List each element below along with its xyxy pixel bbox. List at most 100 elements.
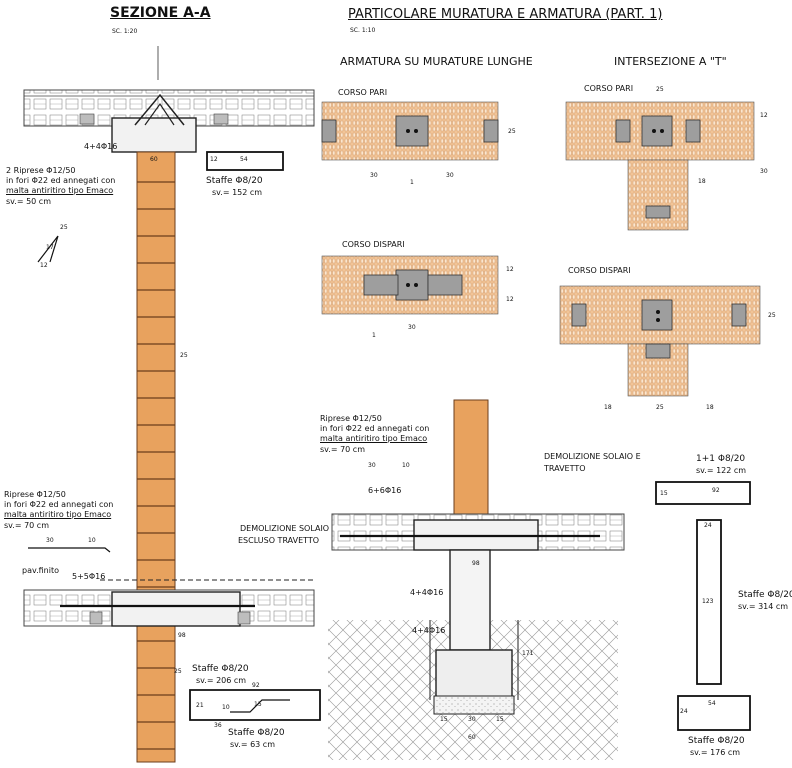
section-title: SEZIONE A-A: [110, 5, 211, 21]
long-wall-odd: [321, 255, 499, 315]
dim-odd-12: 12: [506, 266, 514, 273]
top-slab: [23, 89, 315, 153]
foundation-detail: [328, 399, 625, 760]
ripres-mid-l2: in fori Φ22 ed annegati con: [4, 500, 114, 509]
stirrup-r3-sv: sv.= 176 cm: [690, 748, 741, 757]
ripres-mid-l4: sv.= 70 cm: [4, 521, 49, 530]
stirrup-bottom-b-sv: sv.= 63 cm: [230, 740, 275, 749]
stirrup-r1-dim1: 15: [660, 490, 668, 497]
stirrup-r3-shape: [677, 695, 751, 731]
t-intersection-odd: [559, 285, 761, 397]
dim-col-98: 98: [472, 560, 480, 567]
dim-bar-17: 17: [46, 244, 54, 251]
rebar-footing: 4+4Φ16: [412, 626, 446, 635]
course-odd-b: CORSO DISPARI: [568, 266, 631, 275]
dim-hook-30a: 30: [46, 537, 54, 544]
detail-scale: SC. 1:10: [350, 27, 376, 34]
long-wall-even: [321, 101, 499, 161]
stirrup-r2-dim2: 123: [702, 598, 714, 605]
dim-hook-10b: 10: [402, 462, 410, 469]
stirrup-bottom-a-dim1: 92: [252, 682, 260, 689]
dim-bar-12b: 12: [506, 296, 514, 303]
course-odd-a: CORSO DISPARI: [342, 240, 405, 249]
course-even-a: CORSO PARI: [338, 88, 388, 97]
t-intersection-even: [565, 101, 755, 231]
dim-odd-30: 30: [408, 324, 416, 331]
floor-beam: [111, 591, 241, 627]
demolition-left-l1: DEMOLIZIONE SOLAIO: [240, 524, 330, 533]
stirrup-bottom-a-sv: sv.= 206 cm: [196, 676, 247, 685]
rebar-top-beam: 4+4Φ16: [84, 142, 118, 151]
hook-mid-shape: [28, 547, 111, 553]
ripres-right-l4: sv.= 70 cm: [320, 445, 365, 454]
stirrup-r2-dim1: 24: [704, 522, 712, 529]
lower-floor: [23, 579, 315, 627]
dim-long-30b: 30: [446, 172, 454, 179]
ripres-right-l1: Riprese Φ12/50: [320, 414, 382, 423]
top-truss: [134, 93, 185, 126]
stirrup-bottom-a-dim3: 10: [222, 704, 230, 711]
dim-t-25d: 25: [768, 312, 776, 319]
stirrup-r3-dim1: 24: [680, 708, 688, 715]
stirrup-bottom-a-label: Staffe Φ8/20: [192, 664, 249, 674]
dim-t-25c: 25: [656, 404, 664, 411]
dim-t-18: 18: [698, 178, 706, 185]
ripres-mid-l3: malta antiritiro tipo Emaco: [4, 510, 112, 519]
stirrup-top-dim2: 54: [240, 156, 248, 163]
stirrup-r2-shape: [696, 519, 722, 685]
ripres-top-l1: 2 Riprese Φ12/50: [6, 166, 76, 175]
wall-joints: [137, 181, 175, 750]
stirrup-r3-dim2: 54: [708, 700, 716, 707]
dim-long-1a: 1: [410, 179, 414, 186]
demolition-right-l2: TRAVETTO: [544, 464, 586, 473]
stirrup-bottom-a-dim4: 15: [254, 701, 262, 708]
stirrup-top-dim1: 12: [210, 156, 218, 163]
pav-finito: pav.finito: [22, 566, 59, 575]
dim-wall-25b: 25: [174, 668, 182, 675]
ripres-top-l2: in fori Φ22 ed annegati con: [6, 176, 116, 185]
dim-foot-30: 30: [468, 716, 476, 723]
ripres-right-l3: malta antiritiro tipo Emaco: [320, 434, 428, 443]
dim-col-171: 171: [522, 650, 534, 657]
dim-bar-25: 25: [60, 224, 68, 231]
stirrup-r1-label: 1+1 Φ8/20: [696, 454, 746, 464]
ripres-mid-l1: Riprese Φ12/50: [4, 490, 66, 499]
dim-foot-15b: 15: [496, 716, 504, 723]
stirrup-r2-sv: sv.= 314 cm: [738, 602, 789, 611]
stirrup-r1-dim2: 92: [712, 487, 720, 494]
stirrup-bottom-shape: [189, 689, 321, 721]
rebar-right-beam: 6+6Φ16: [368, 486, 402, 495]
footing: [435, 649, 513, 699]
upper-wall: [453, 399, 489, 519]
course-even-b: CORSO PARI: [584, 84, 634, 93]
dim-beam-width: 60: [150, 156, 158, 163]
demolition-left-l2: ESCLUSO TRAVETTO: [238, 536, 320, 545]
dim-long-25: 25: [508, 128, 516, 135]
stirrup-bottom-a-dim2: 21: [196, 702, 204, 709]
section-scale: SC. 1:20: [112, 28, 138, 35]
stirrup-top-label: Staffe Φ8/20: [206, 176, 263, 186]
ripres-right-l2: in fori Φ22 ed annegati con: [320, 424, 430, 433]
detail-title: PARTICOLARE MURATURA E ARMATURA (PART. 1…: [348, 7, 663, 22]
dim-wall-25: 25: [180, 352, 188, 359]
dim-t-18b: 18: [604, 404, 612, 411]
brick-wall: [136, 151, 176, 763]
dim-floor-98: 98: [178, 632, 186, 639]
stirrup-r2-label: Staffe Φ8/20: [738, 590, 792, 600]
dim-long-30a: 30: [370, 172, 378, 179]
stirrup-r3-label: Staffe Φ8/20: [688, 736, 745, 746]
demolition-right-l1: DEMOLIZIONE SOLAIO E: [544, 452, 641, 461]
dim-foot-60: 60: [468, 734, 476, 741]
rebar-floor-beam: 5+5Φ16: [72, 572, 106, 581]
stirrup-bottom-b-label: Staffe Φ8/20: [228, 728, 285, 738]
dim-hook-30b: 30: [368, 462, 376, 469]
ripres-top-l4: sv.= 50 cm: [6, 197, 51, 206]
dim-bar-12: 12: [40, 262, 48, 269]
stirrup-bottom-a-dim5: 36: [214, 722, 222, 729]
dim-t-25: 25: [656, 86, 664, 93]
long-walls-title: ARMATURA SU MURATURE LUNGHE: [340, 55, 533, 68]
dim-odd-1: 1: [372, 332, 376, 339]
stirrup-top-shape: [206, 151, 284, 171]
dim-t-18c: 18: [706, 404, 714, 411]
